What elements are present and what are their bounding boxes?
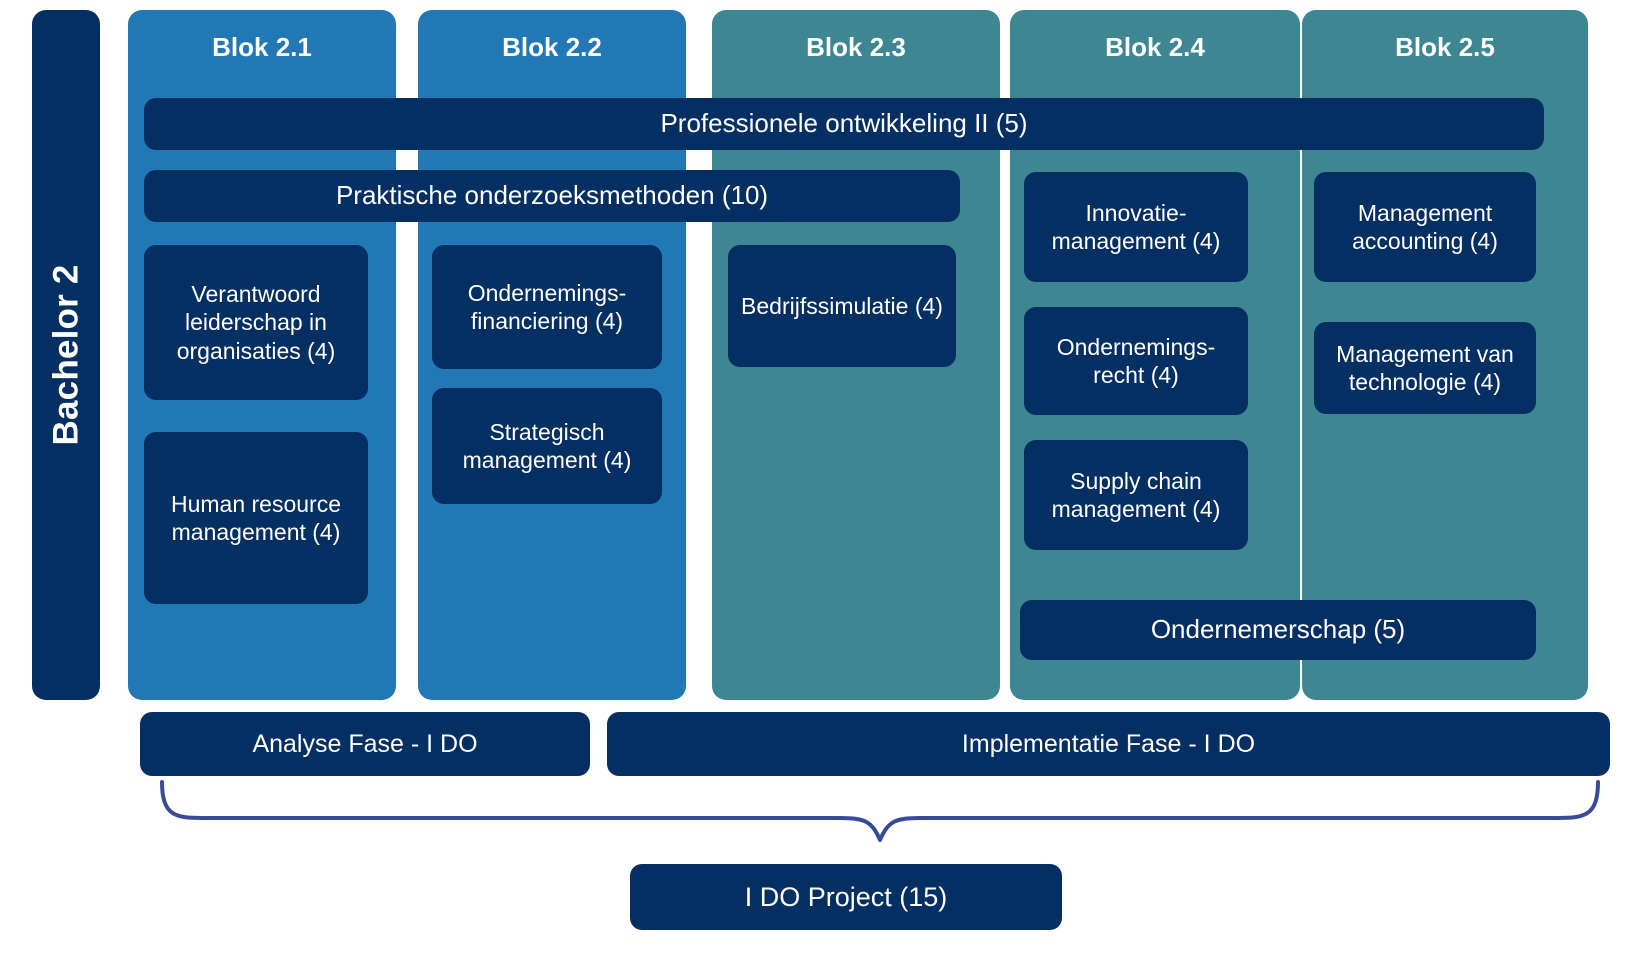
year-rail-label: Bachelor 2 [46, 264, 85, 446]
column-title-blok-2-1: Blok 2.1 [212, 32, 312, 62]
course-ondernemerschap[interactable]: Ondernemerschap (5) [1020, 600, 1536, 660]
phase-label: Implementatie Fase - I DO [961, 729, 1256, 758]
course-label: Management accounting (4) [1352, 199, 1498, 254]
course-management-van-technologie[interactable]: Management van technologie (4) [1314, 322, 1536, 414]
project-label: I DO Project (15) [744, 881, 948, 912]
brace-icon [160, 780, 1600, 842]
year-rail-bachelor-2: Bachelor 2 [32, 10, 100, 700]
project-brace [150, 778, 1610, 848]
course-label: Praktische onderzoeksmethoden (10) [335, 180, 769, 211]
course-label: Management van technologie (4) [1336, 340, 1514, 395]
course-ondernemingsfinanciering[interactable]: Ondernemings-financiering (4) [432, 245, 662, 369]
course-strategisch-management[interactable]: Strategisch management (4) [432, 388, 662, 504]
course-ondernemingsrecht[interactable]: Ondernemings-recht (4) [1024, 307, 1248, 415]
column-title-blok-2-2: Blok 2.2 [502, 32, 602, 62]
project-i-do-project[interactable]: I DO Project (15) [630, 864, 1062, 930]
phase-label: Analyse Fase - I DO [252, 729, 478, 758]
course-human-resource-management[interactable]: Human resource management (4) [144, 432, 368, 604]
course-label: Innovatie-management (4) [1051, 199, 1221, 254]
course-praktische-onderzoeksmethoden[interactable]: Praktische onderzoeksmethoden (10) [144, 170, 960, 222]
phase-analyse-fase[interactable]: Analyse Fase - I DO [140, 712, 590, 776]
course-supply-chain-management[interactable]: Supply chain management (4) [1024, 440, 1248, 550]
course-professionele-ontwikkeling-ii[interactable]: Professionele ontwikkeling II (5) [144, 98, 1544, 150]
course-bedrijfssimulatie[interactable]: Bedrijfssimulatie (4) [728, 245, 956, 367]
course-management-accounting[interactable]: Management accounting (4) [1314, 172, 1536, 282]
course-label: Bedrijfssimulatie (4) [741, 292, 943, 319]
course-label: Strategisch management (4) [462, 418, 632, 473]
course-label: Professionele ontwikkeling II (5) [660, 108, 1028, 139]
course-label: Ondernemings-financiering (4) [467, 279, 627, 334]
course-label: Supply chain management (4) [1051, 467, 1221, 522]
column-title-blok-2-5: Blok 2.5 [1395, 32, 1495, 62]
course-label: Ondernemerschap (5) [1150, 614, 1406, 645]
course-label: Ondernemings-recht (4) [1056, 333, 1216, 388]
column-title-blok-2-4: Blok 2.4 [1105, 32, 1205, 62]
phase-implementatie-fase[interactable]: Implementatie Fase - I DO [607, 712, 1610, 776]
course-label: Human resource management (4) [170, 490, 342, 545]
course-label: Verantwoord leiderschap in organisaties … [176, 281, 336, 364]
column-title-blok-2-3: Blok 2.3 [806, 32, 906, 62]
course-innovatiemanagement[interactable]: Innovatie-management (4) [1024, 172, 1248, 282]
course-verantwoord-leiderschap[interactable]: Verantwoord leiderschap in organisaties … [144, 245, 368, 400]
